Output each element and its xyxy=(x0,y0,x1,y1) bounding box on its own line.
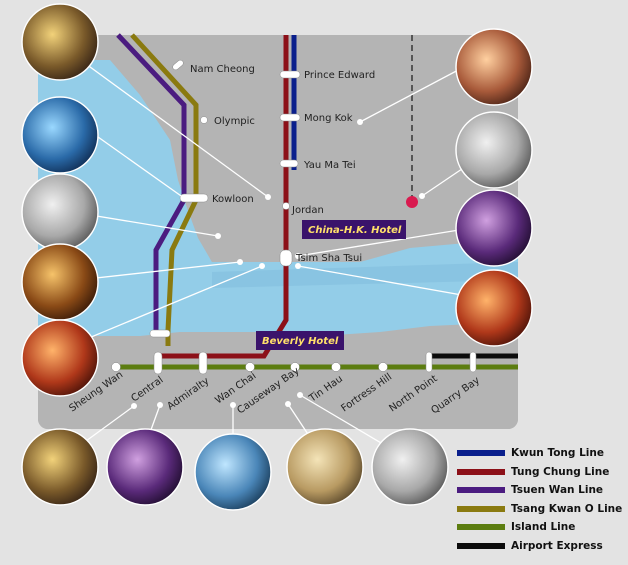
photo-statue[interactable] xyxy=(455,189,533,267)
station-marker-junction-kowloon-end[interactable] xyxy=(149,329,171,338)
hotel-beverly-label: Beverly Hotel xyxy=(262,336,339,347)
station-label-jordan[interactable]: Jordan xyxy=(291,205,324,216)
legend-label-tung-chung: Tung Chung Line xyxy=(511,465,610,478)
station-marker-causeway-bay[interactable] xyxy=(290,362,300,372)
legend-item: Tsuen Wan Line xyxy=(457,481,627,500)
station-marker-jordan[interactable] xyxy=(282,202,290,210)
station-marker-quarry-bay[interactable] xyxy=(469,351,477,373)
station-marker-prince-edward[interactable] xyxy=(279,70,301,79)
station-label-nam-cheong[interactable]: Nam Cheong xyxy=(190,64,255,75)
station-marker-central[interactable] xyxy=(153,351,163,375)
hotel-china-hk[interactable]: China-H.K. Hotel xyxy=(302,220,406,239)
location-pin-icon[interactable] xyxy=(406,196,418,208)
station-marker-olympic[interactable] xyxy=(200,116,208,124)
photo-airport-train[interactable] xyxy=(455,111,533,189)
legend-swatch-airport-express xyxy=(457,542,505,549)
station-label-kowloon[interactable]: Kowloon xyxy=(212,194,254,205)
legend-item: Island Line xyxy=(457,518,627,537)
station-label-prince-edward[interactable]: Prince Edward xyxy=(304,70,375,81)
station-markers xyxy=(111,59,477,375)
photo-harbour-lights[interactable] xyxy=(455,269,533,347)
legend: Kwun Tong Line Tung Chung Line Tsuen Wan… xyxy=(457,444,627,555)
legend-item: Airport Express xyxy=(457,537,627,556)
legend-label-tsuen-wan: Tsuen Wan Line xyxy=(511,484,604,497)
legend-swatch-tsuen-wan xyxy=(457,487,505,494)
hong-kong-island xyxy=(38,322,518,429)
kowloon-peninsula xyxy=(178,35,518,262)
station-label-tsim-sha-tsui[interactable]: Tsim Sha Tsui xyxy=(295,253,362,264)
photo-clock-tower[interactable] xyxy=(21,243,99,321)
legend-label-tsang-kwan-o: Tsang Kwan O Line xyxy=(511,502,623,515)
hotel-china-hk-label: China-H.K. Hotel xyxy=(308,225,402,236)
photo-escalator[interactable] xyxy=(106,428,184,506)
photo-circles xyxy=(21,3,533,511)
legend-item: Kwun Tong Line xyxy=(457,444,627,463)
legend-item: Tsang Kwan O Line xyxy=(457,500,627,519)
station-marker-sheung-wan[interactable] xyxy=(111,362,121,372)
photo-sogo[interactable] xyxy=(371,428,449,506)
photo-convention-centre[interactable] xyxy=(194,433,272,511)
station-marker-nam-cheong[interactable] xyxy=(171,59,184,71)
station-marker-north-point[interactable] xyxy=(425,351,433,373)
station-marker-mong-kok[interactable] xyxy=(279,113,301,122)
photo-dome[interactable] xyxy=(21,319,99,397)
station-label-olympic[interactable]: Olympic xyxy=(214,116,255,127)
photo-temple-street[interactable] xyxy=(455,28,533,106)
legend-label-kwun-tong: Kwun Tong Line xyxy=(511,447,604,460)
legend-label-island: Island Line xyxy=(511,521,576,534)
station-marker-wan-chai[interactable] xyxy=(245,362,255,372)
photo-times-square[interactable] xyxy=(286,428,364,506)
connector-dots xyxy=(131,119,505,409)
station-label-mong-kok[interactable]: Mong Kok xyxy=(304,113,353,124)
legend-label-airport-express: Airport Express xyxy=(511,539,603,552)
station-marker-yau-ma-tei[interactable] xyxy=(279,159,299,168)
station-marker-tin-hau[interactable] xyxy=(331,362,341,372)
hotel-beverly[interactable]: Beverly Hotel xyxy=(256,331,344,350)
photo-lan-kwai-fong[interactable] xyxy=(21,428,99,506)
station-marker-fortress-hill[interactable] xyxy=(378,362,388,372)
station-marker-tsim-sha-tsui[interactable] xyxy=(279,249,293,267)
station-label-yau-ma-tei[interactable]: Yau Ma Tei xyxy=(303,160,356,171)
legend-swatch-island xyxy=(457,524,505,531)
legend-swatch-tsang-kwan-o xyxy=(457,505,505,512)
station-marker-kowloon[interactable] xyxy=(179,193,209,203)
photo-street-market[interactable] xyxy=(21,3,99,81)
legend-swatch-tung-chung xyxy=(457,468,505,475)
legend-swatch-kwun-tong xyxy=(457,450,505,457)
photo-mtr-train[interactable] xyxy=(21,96,99,174)
station-marker-admiralty[interactable] xyxy=(198,351,208,375)
legend-item: Tung Chung Line xyxy=(457,463,627,482)
photo-building[interactable] xyxy=(21,173,99,251)
